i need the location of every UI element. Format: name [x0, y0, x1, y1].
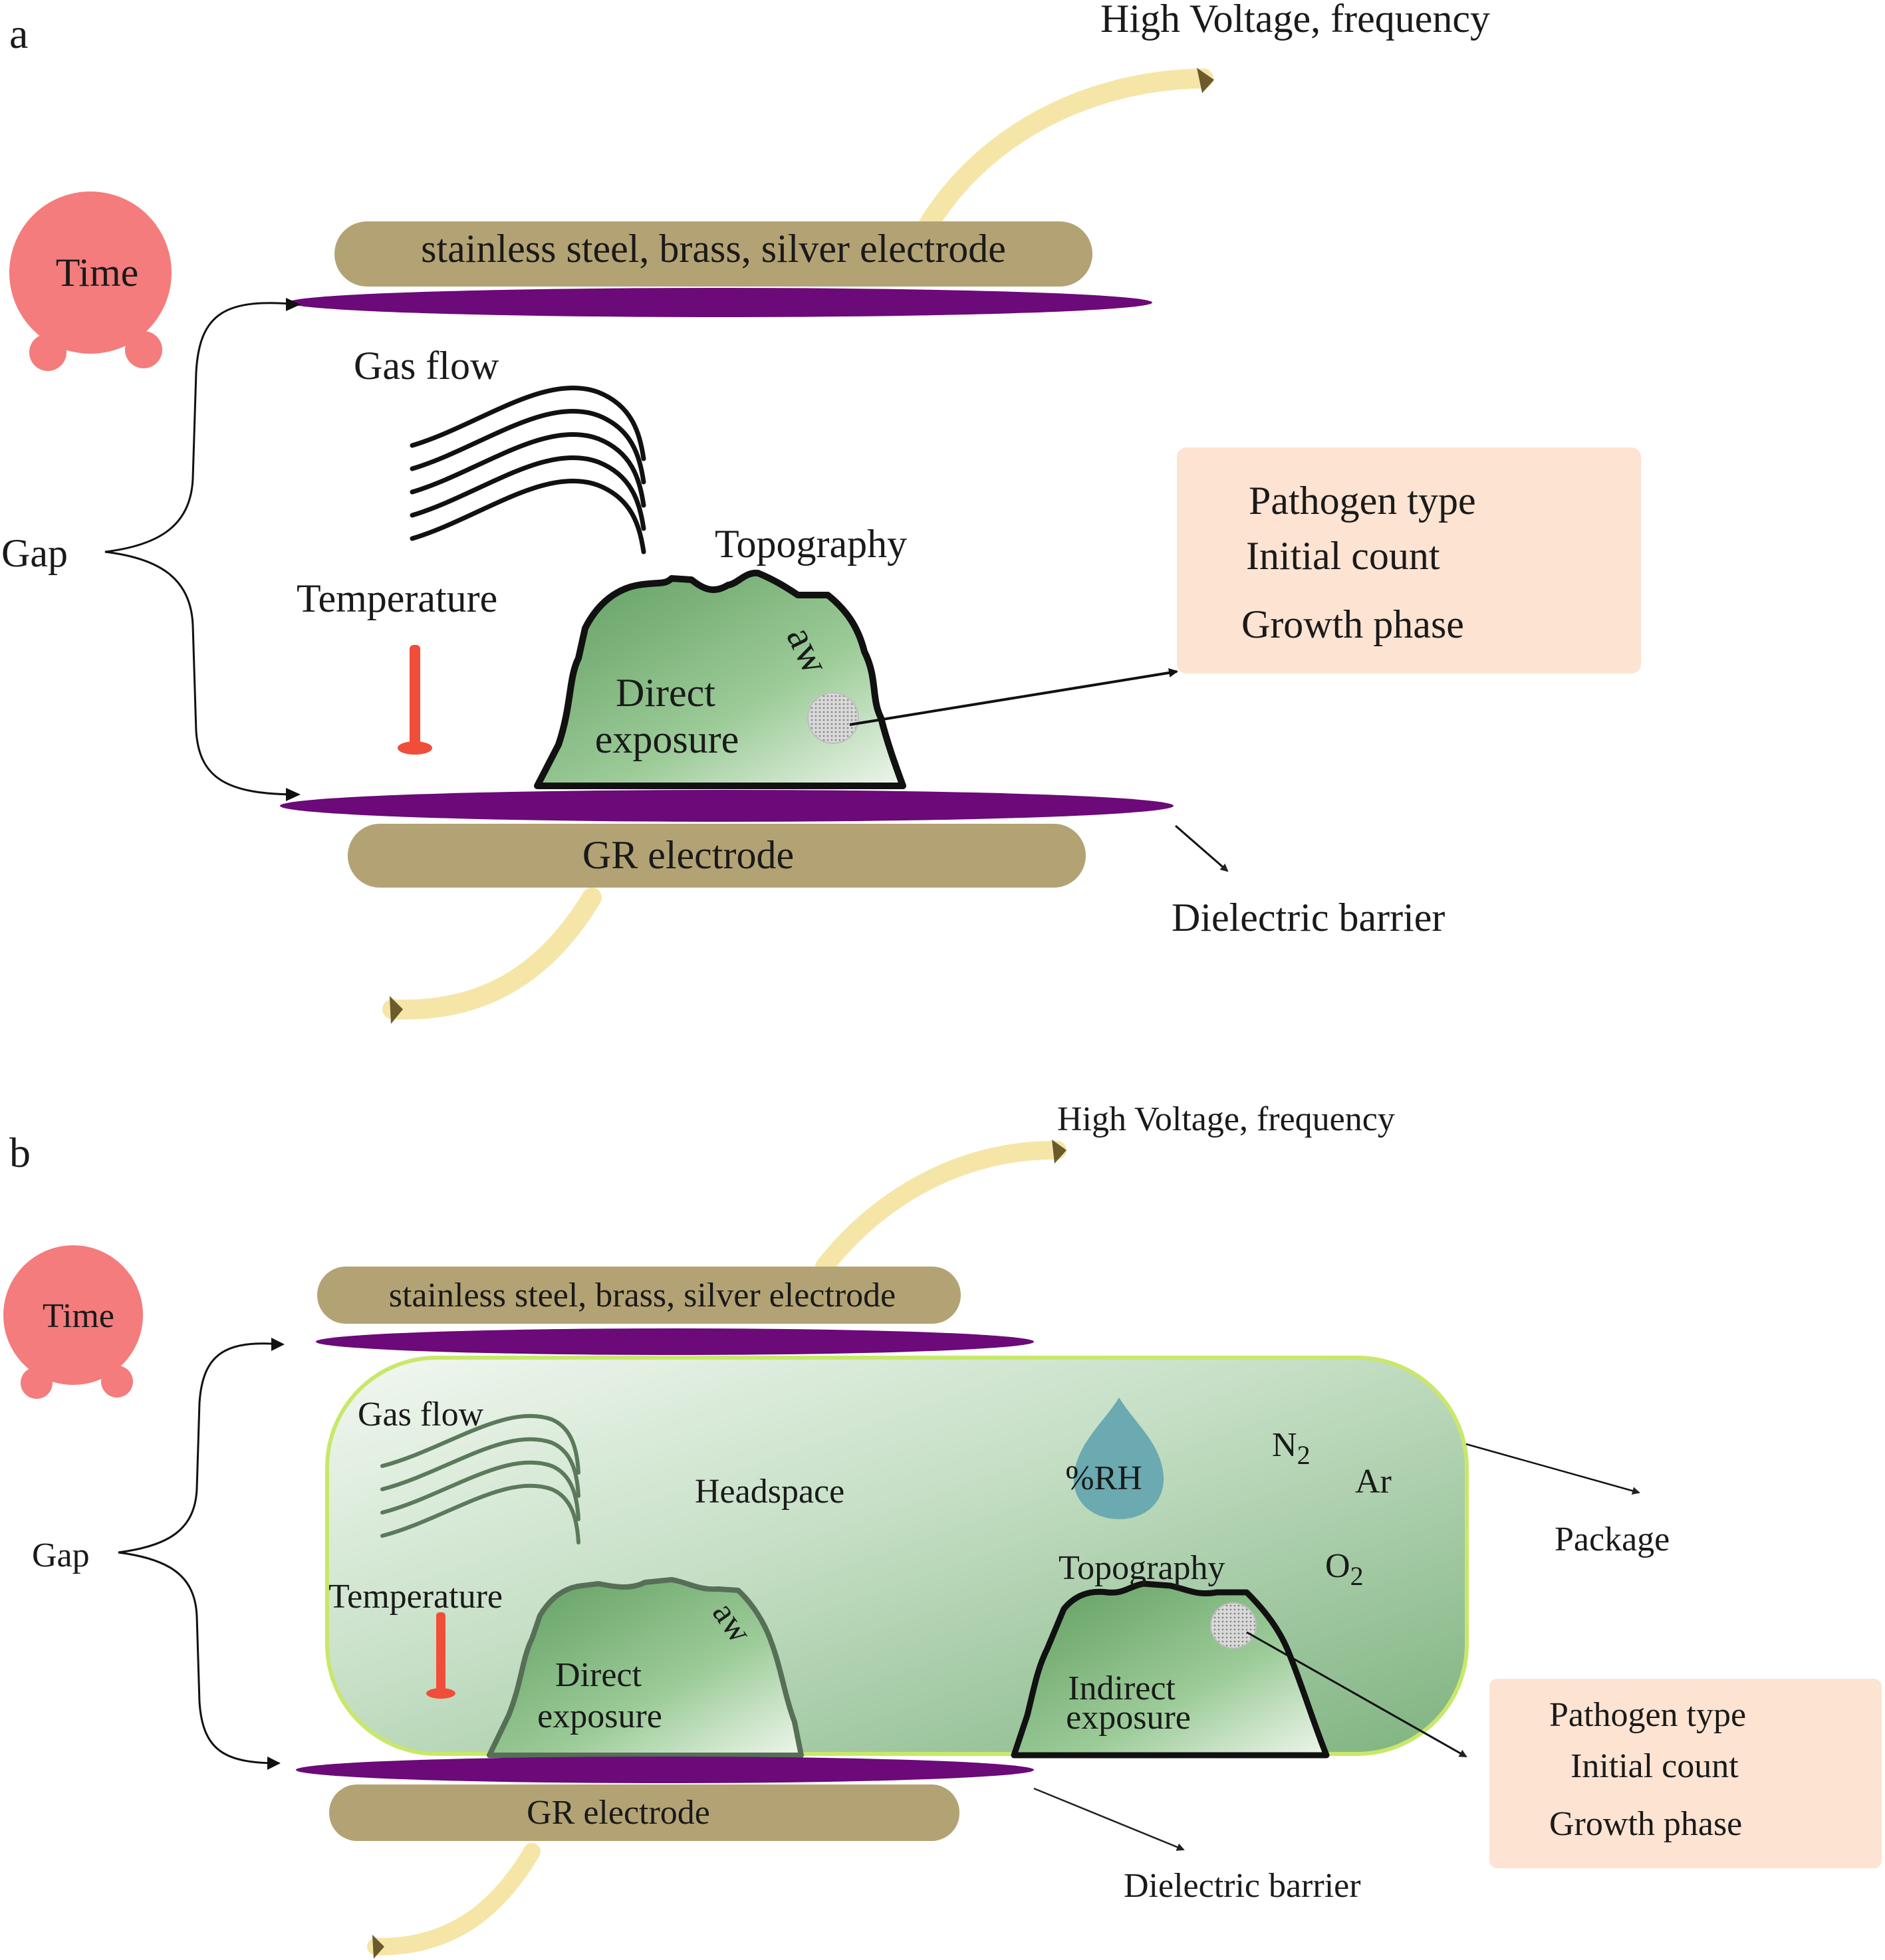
top-dielectric-b [316, 1328, 1034, 1355]
temperature-label-a: Temperature [297, 576, 497, 620]
exposure-line1-a: Direct [616, 671, 715, 715]
voltage-label-a: High Voltage, frequency [1100, 0, 1490, 41]
panel-a-label: a [9, 10, 28, 57]
voltage-label-b: High Voltage, frequency [1057, 1100, 1395, 1138]
dielectric-arrow-b [1033, 1787, 1185, 1851]
pathogen-icon-b [1210, 1602, 1257, 1649]
topography-label-a: Topography [715, 522, 907, 566]
bottom-dielectric-a [280, 790, 1174, 822]
gap-brace-b [118, 1342, 283, 1765]
direct-line2-b: exposure [537, 1697, 662, 1735]
n2-label-b: N2 [1272, 1426, 1311, 1470]
pathogen-line3-a: Growth phase [1241, 602, 1464, 646]
pathogen-line1-b: Pathogen type [1549, 1696, 1746, 1734]
water-drop-icon-b [1073, 1398, 1164, 1519]
gas-flow-icon-a [410, 385, 646, 554]
top-electrode-label-b: stainless steel, brass, silver electrode [389, 1277, 896, 1314]
wire-tip-a [1197, 68, 1214, 93]
headspace-label-b: Headspace [695, 1473, 844, 1511]
exposure-line2-a: exposure [595, 717, 739, 761]
o2-label-b: O2 [1325, 1547, 1364, 1591]
thermometer-icon-b [426, 1612, 455, 1699]
pathogen-arrow-b [1246, 1631, 1467, 1758]
pathogen-line1-a: Pathogen type [1249, 479, 1476, 523]
top-dielectric-a [288, 288, 1152, 317]
temperature-label-b: Temperature [328, 1578, 503, 1616]
time-label-a: Time [56, 251, 139, 295]
pathogen-arrow-a [849, 668, 1178, 726]
gap-brace-a [104, 302, 299, 796]
top-electrode-a [334, 221, 1092, 287]
dielectric-arrow-a [1175, 824, 1229, 872]
top-electrode-b [317, 1267, 961, 1324]
time-icon-a [9, 191, 172, 371]
gas-flow-icon-b [380, 1413, 580, 1544]
food-sample-a [534, 569, 906, 789]
gas-flow-label-a: Gas flow [354, 344, 499, 388]
indirect-line1-b: Indirect [1068, 1669, 1176, 1707]
package-label-b: Package [1555, 1521, 1670, 1558]
dielectric-label-a: Dielectric barrier [1172, 896, 1445, 939]
rh-label-b: %RH [1065, 1459, 1142, 1497]
voltage-wire-top-a [918, 68, 1213, 236]
topography-label-b: Topography [1059, 1549, 1225, 1587]
bottom-electrode-label-b: GR electrode [527, 1794, 710, 1832]
bottom-dielectric-b [296, 1757, 1034, 1783]
panel-a: a High Voltage, frequency stainless stee… [1, 0, 1641, 1024]
gas-flow-label-b: Gas flow [358, 1396, 484, 1433]
panel-b: b High Voltage, frequency stainless stee… [3, 1100, 1882, 1959]
ar-label-b: Ar [1355, 1463, 1392, 1501]
dielectric-label-b: Dielectric barrier [1124, 1867, 1361, 1905]
pathogen-line3-b: Growth phase [1549, 1805, 1742, 1843]
time-label-b: Time [43, 1297, 114, 1335]
gap-label-a: Gap [1, 531, 68, 575]
direct-food-sample-b [487, 1577, 804, 1758]
package-arrow-b [1465, 1443, 1640, 1495]
voltage-wire-top-b [815, 1140, 1067, 1276]
indirect-line2-b: exposure [1066, 1699, 1191, 1737]
bottom-electrode-a [348, 824, 1086, 888]
pathogen-icon-a [807, 692, 859, 744]
bottom-electrode-label-a: GR electrode [582, 833, 794, 877]
time-icon-b [3, 1245, 143, 1399]
gap-label-b: Gap [32, 1536, 90, 1574]
top-electrode-label-a: stainless steel, brass, silver electrode [421, 227, 1006, 271]
pathogen-box-a [1177, 447, 1641, 674]
pathogen-line2-b: Initial count [1571, 1747, 1739, 1785]
thermometer-icon-a [398, 645, 432, 755]
pathogen-line2-a: Initial count [1246, 534, 1440, 578]
voltage-wire-bottom-a [382, 888, 602, 1020]
voltage-wire-bottom-b [367, 1843, 541, 1956]
bottom-electrode-b [329, 1784, 959, 1841]
panel-b-label: b [9, 1129, 31, 1176]
pathogen-box-b [1489, 1679, 1882, 1868]
direct-line1-b: Direct [555, 1656, 642, 1694]
